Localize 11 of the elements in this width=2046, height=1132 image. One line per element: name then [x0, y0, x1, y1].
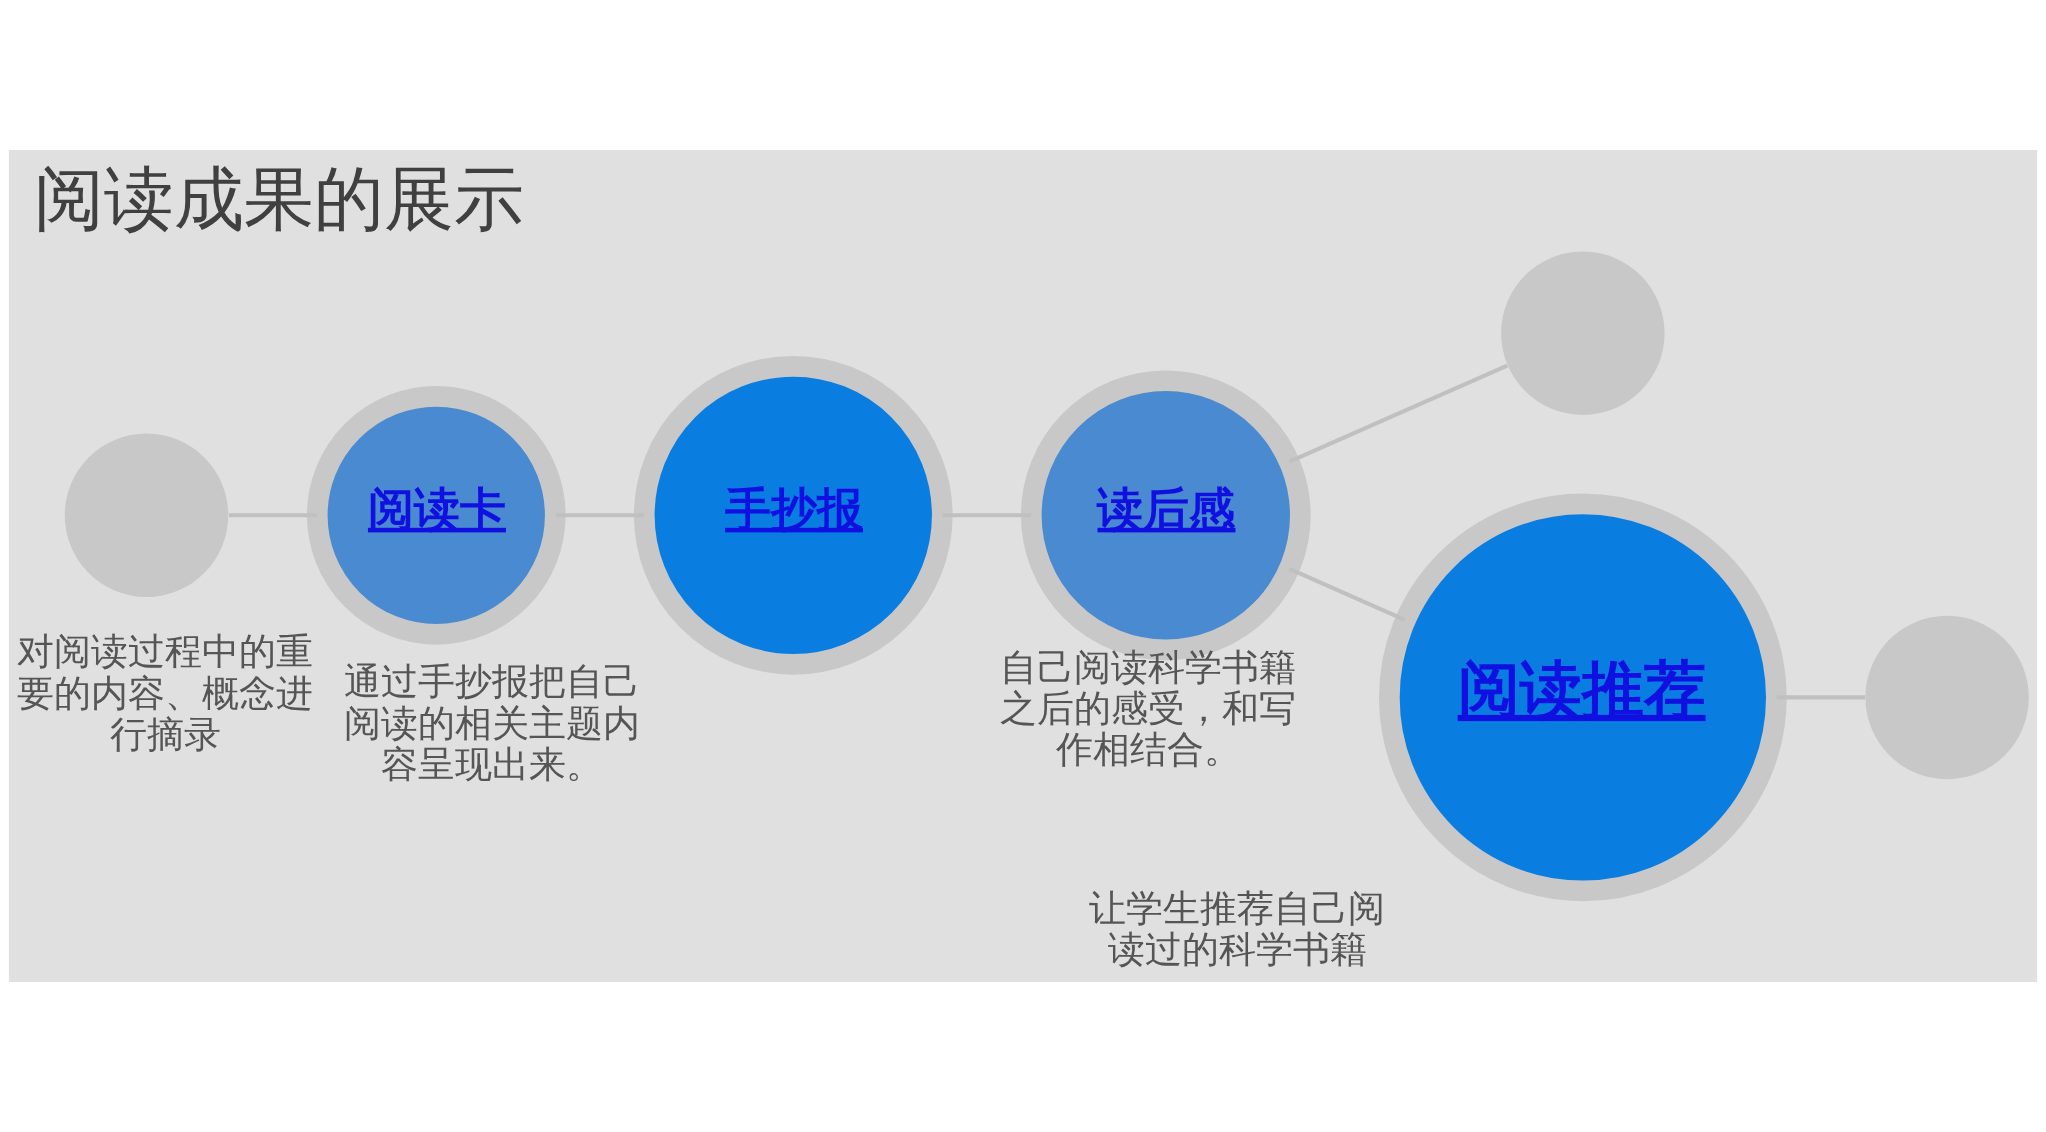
- node-circle: [1865, 615, 2029, 780]
- connector: [1776, 695, 1866, 700]
- node-circle: [64, 433, 229, 598]
- connector: [1288, 567, 1406, 622]
- connector: [942, 513, 1032, 518]
- node-circle: 手抄报: [633, 355, 953, 675]
- connector: [1288, 363, 1509, 464]
- connector: [228, 513, 318, 518]
- connector: [555, 513, 645, 518]
- diagram-title: 阅读成果的展示: [33, 157, 524, 240]
- node-circle: [1501, 251, 1665, 415]
